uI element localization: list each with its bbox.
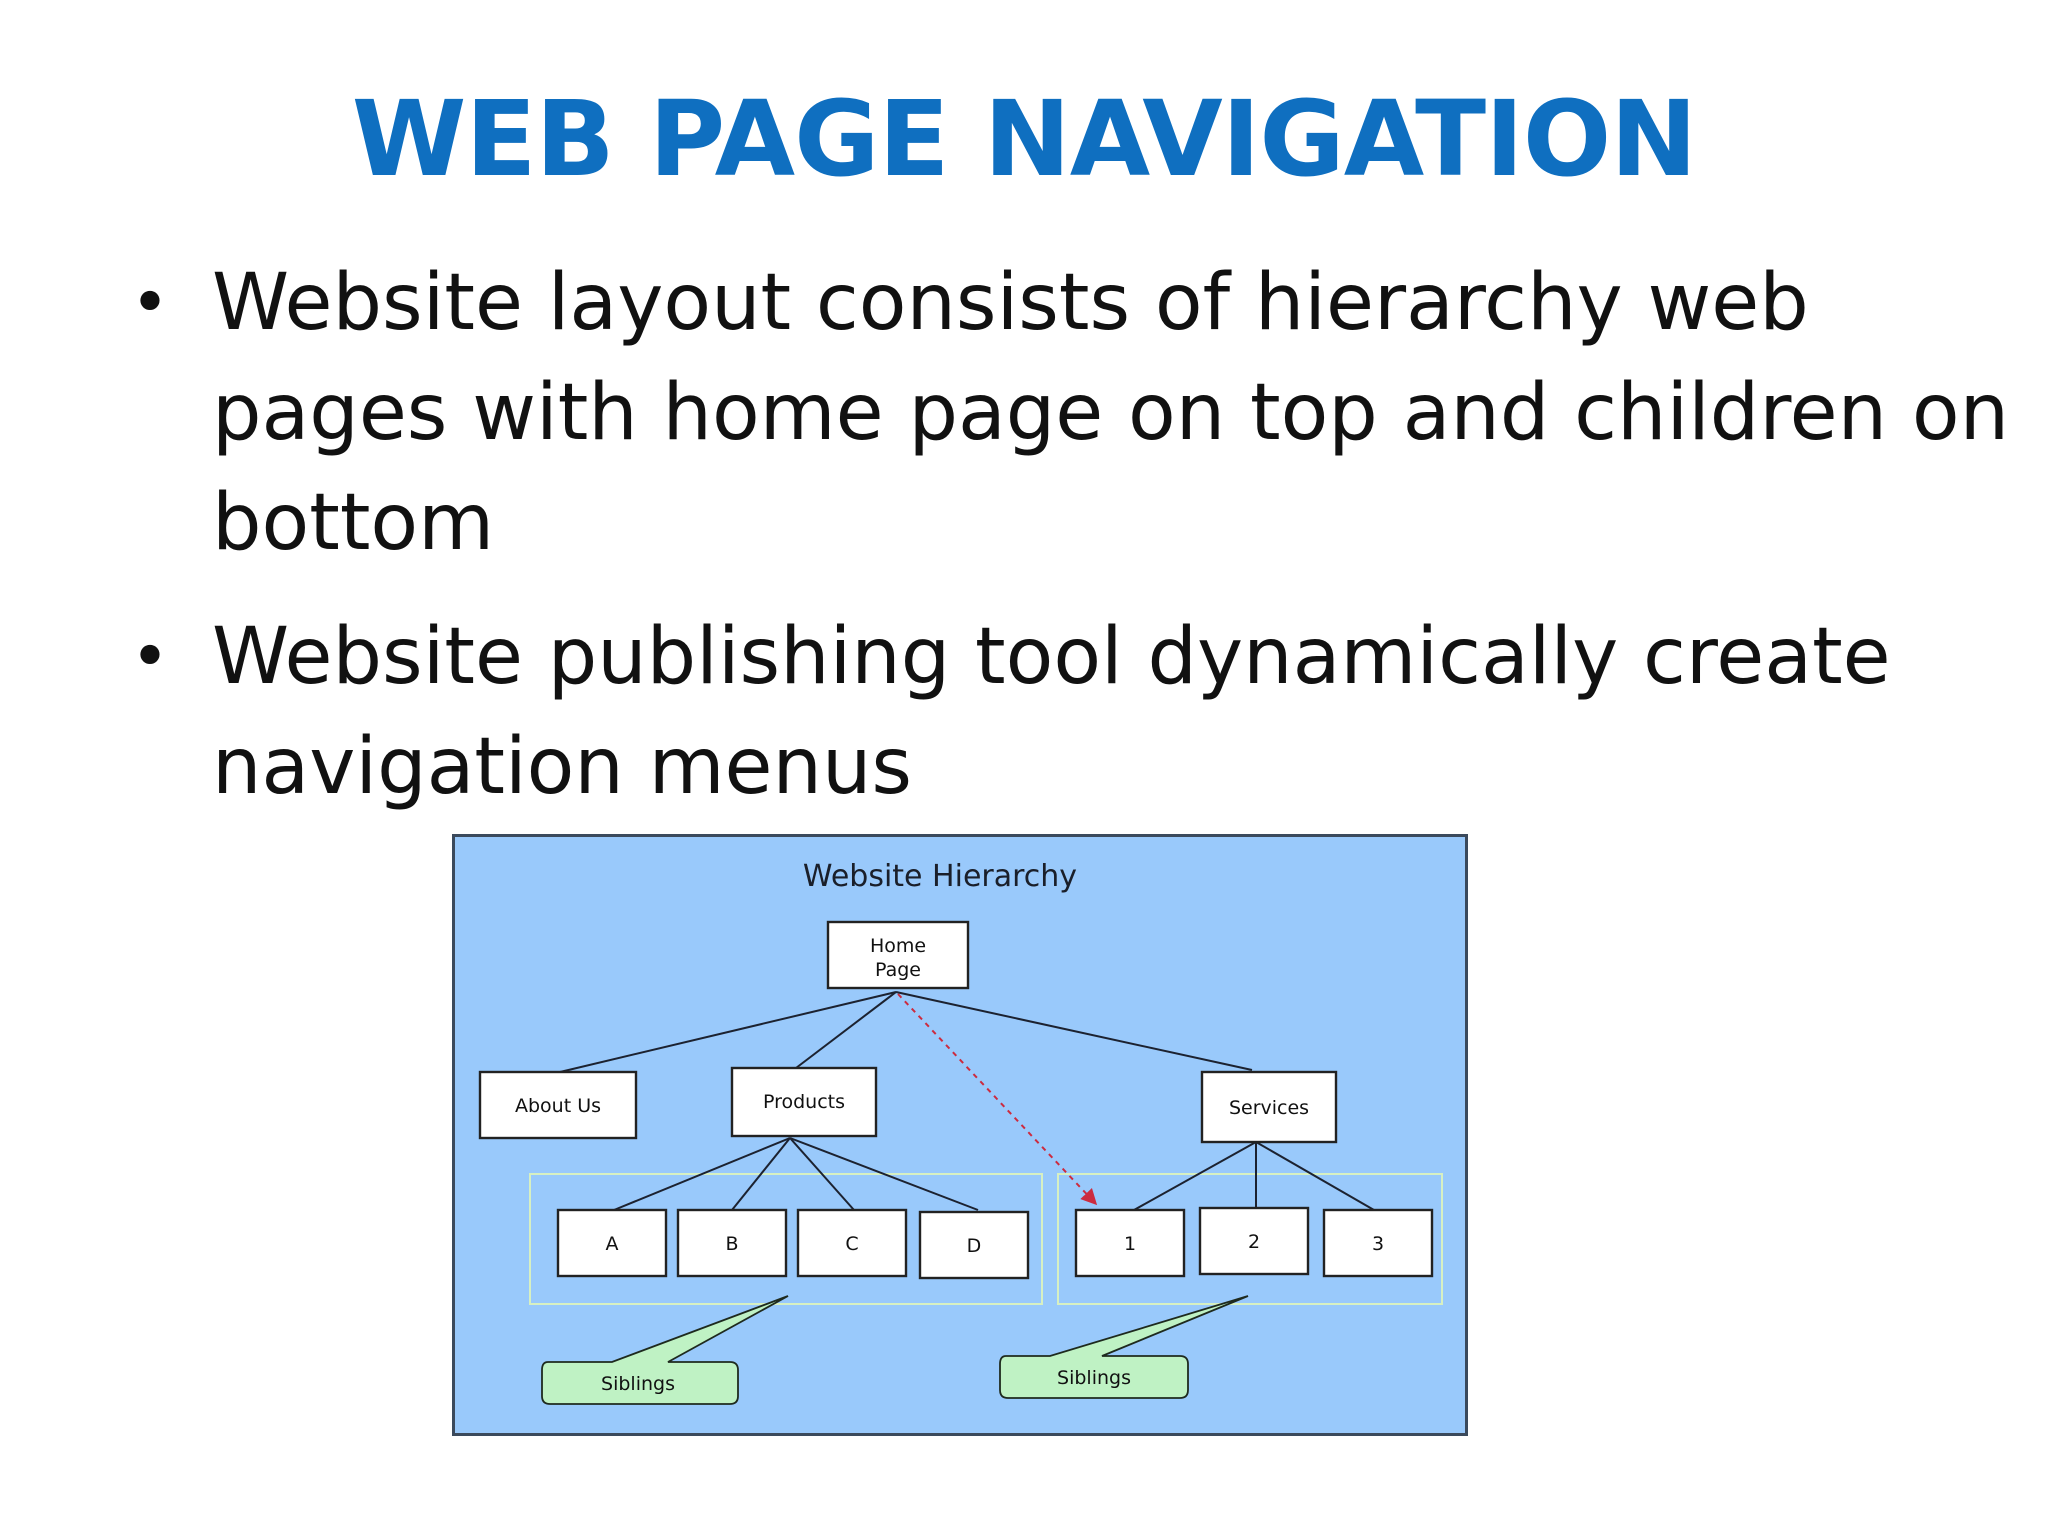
node-3-label: 3 xyxy=(1372,1233,1384,1255)
callout-label: Siblings xyxy=(1057,1367,1131,1389)
node-b-label: B xyxy=(725,1233,738,1255)
node-a: A xyxy=(556,1208,668,1278)
node-1-label: 1 xyxy=(1124,1233,1136,1255)
node-d: D xyxy=(918,1210,1030,1280)
bullet-dot-icon: • xyxy=(130,618,170,695)
slide-title: WEB PAGE NAVIGATION xyxy=(351,78,1698,200)
node-2: 2 xyxy=(1198,1206,1310,1276)
edge-products-d xyxy=(789,1137,979,1211)
navigation-arrow xyxy=(897,993,1098,1206)
node-b: B xyxy=(676,1208,788,1278)
node-services: Services xyxy=(1200,1070,1338,1144)
bullet-item: • Website publishing tool dynamically cr… xyxy=(130,602,2010,822)
node-1: 1 xyxy=(1074,1208,1186,1278)
node-home-line2: Page xyxy=(875,959,921,981)
diagram-title: Website Hierarchy xyxy=(803,859,1077,894)
callout-siblings-products: Siblings xyxy=(541,1295,789,1405)
edge-services-3 xyxy=(1255,1141,1375,1211)
node-c-label: C xyxy=(845,1233,858,1255)
edge-products-b xyxy=(731,1137,791,1211)
edge-home-about xyxy=(559,991,897,1073)
node-c: C xyxy=(796,1208,908,1278)
node-about-us: About Us xyxy=(478,1070,638,1140)
bullet-dot-icon: • xyxy=(130,264,170,341)
node-products-label: Products xyxy=(763,1091,845,1113)
diagram-canvas: Website Hierarchy Home Page xyxy=(452,834,1468,1436)
products-sibling-group xyxy=(529,1173,1043,1305)
bullet-text: Website publishing tool dynamically crea… xyxy=(212,612,1891,812)
services-sibling-group xyxy=(1057,1173,1443,1305)
bullet-item: • Website layout consists of hierarchy w… xyxy=(130,248,2010,578)
edge-services-1 xyxy=(1133,1141,1257,1211)
node-d-label: D xyxy=(967,1235,982,1257)
node-home-page: Home Page xyxy=(826,920,970,990)
edge-home-services xyxy=(895,991,1253,1071)
website-hierarchy-diagram: Website Hierarchy Home Page xyxy=(452,834,1468,1436)
node-home-line1: Home xyxy=(870,935,926,957)
edge-products-a xyxy=(613,1137,791,1211)
node-3: 3 xyxy=(1322,1208,1434,1278)
callout-label: Siblings xyxy=(601,1373,675,1395)
node-products: Products xyxy=(730,1066,878,1138)
node-2-label: 2 xyxy=(1248,1231,1260,1253)
edge-home-products xyxy=(795,991,897,1069)
edge-products-c xyxy=(789,1137,855,1211)
node-a-label: A xyxy=(606,1233,619,1255)
node-services-label: Services xyxy=(1229,1097,1309,1119)
bullet-text: Website layout consists of hierarchy web… xyxy=(212,258,2010,568)
bullet-list: • Website layout consists of hierarchy w… xyxy=(130,248,2010,846)
node-about-us-label: About Us xyxy=(515,1095,601,1117)
callout-siblings-services: Siblings xyxy=(999,1295,1249,1399)
